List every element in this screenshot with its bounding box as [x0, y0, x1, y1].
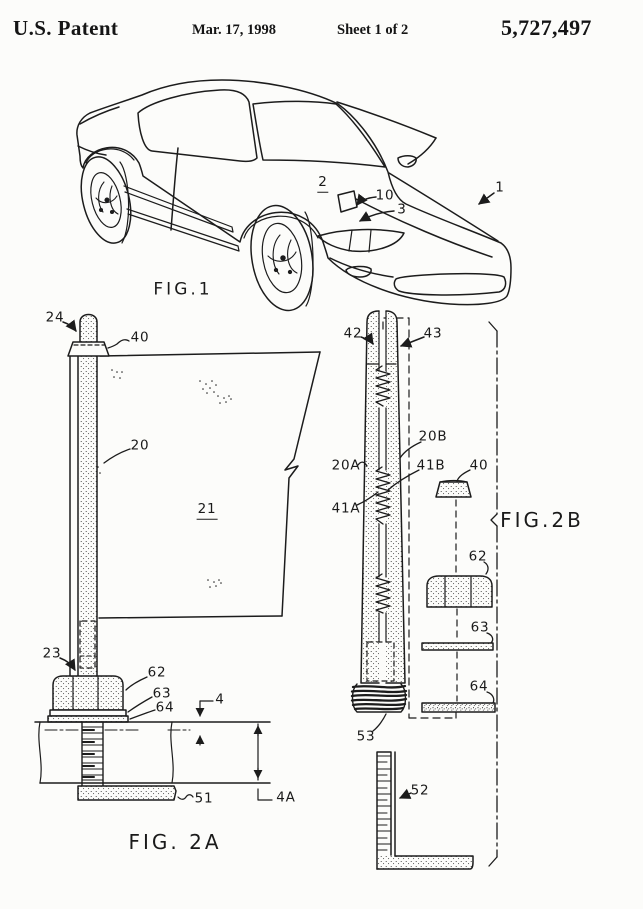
leader-52: [398, 788, 412, 799]
fig2b-pole: [360, 310, 406, 684]
fig2a-caption: FIG. 2A: [128, 830, 222, 854]
ref-label-42: 42: [343, 325, 363, 342]
car-door-seam: [170, 147, 179, 231]
leader-41b: [387, 469, 420, 491]
car-rear-wheel: [80, 156, 132, 244]
ref-label-40b: 40: [469, 457, 489, 474]
leader-62a: [125, 676, 148, 691]
patent-header-sheet: Sheet 1 of 2: [337, 22, 409, 38]
leader-63b: [486, 632, 494, 644]
fig2a-drawing: [34, 313, 321, 801]
ref-label-64b: 64: [469, 678, 489, 695]
fig2a-washer-64: [47, 715, 129, 723]
fig1-caption: FIG.1: [153, 279, 213, 300]
leader-40b: [456, 469, 471, 482]
fig2b-washer-63: [421, 642, 494, 651]
patent-header-number: 5,727,497: [501, 15, 592, 40]
ref-label-43: 43: [423, 325, 443, 342]
leader-23: [59, 657, 76, 671]
leader-10: [356, 193, 377, 206]
ref-label-4a: 4A: [276, 789, 296, 806]
car-side-window: [137, 89, 258, 163]
fig2a-nut: [52, 675, 124, 711]
ref-label-20b: 20B: [418, 428, 448, 445]
ref-label-3: 3: [397, 201, 407, 218]
fig2b-threads-53: [350, 683, 408, 713]
patent-header-date: Mar. 17, 1998: [192, 22, 277, 38]
ref-label-63a: 63: [152, 685, 172, 702]
car-grille: [393, 272, 507, 296]
leader-42: [360, 332, 374, 345]
ref-label-4: 4: [215, 691, 225, 708]
patent-header-title: U.S. Patent: [13, 16, 119, 40]
car-mirror: [397, 155, 417, 168]
ref-label-41b: 41B: [416, 457, 446, 474]
ref-label-20: 20: [130, 437, 150, 454]
ref-label-53: 53: [356, 728, 376, 745]
leader-64b: [486, 691, 495, 704]
leader-20: [103, 448, 131, 464]
fig2b-caption: FIG.2B: [500, 508, 584, 532]
leader-43: [399, 336, 425, 348]
fig2a-dimension-4a: [253, 723, 273, 801]
ref-label-62b: 62: [468, 548, 488, 565]
fig2b-nut-62: [426, 575, 493, 608]
leader-40a: [107, 339, 130, 349]
ref-label-24: 24: [45, 309, 65, 326]
fig2a-threaded-shaft: [81, 721, 104, 787]
spring-zigzag-middle: [375, 466, 391, 525]
leader-20a: [357, 461, 368, 467]
car-fog-lamp: [345, 265, 372, 278]
car-windshield: [252, 100, 386, 168]
leader-63a: [127, 696, 153, 713]
ref-label-2: 2: [317, 175, 329, 193]
leader-62b: [483, 561, 489, 575]
leader-20b: [399, 441, 422, 459]
ref-label-63b: 63: [470, 619, 490, 636]
fig2b-bracket-52: [376, 751, 474, 870]
ref-label-41a: 41A: [331, 500, 361, 517]
ref-label-64a: 64: [155, 699, 175, 716]
spring-zigzag-lower: [375, 573, 391, 614]
car-headlight: [317, 228, 405, 253]
fig2a-bracket-51: [77, 785, 177, 801]
fig2a-flag: [92, 351, 321, 619]
ref-label-10: 10: [375, 187, 395, 204]
fig2b-collar-40: [435, 481, 472, 498]
ref-label-23: 23: [42, 645, 62, 662]
ref-label-20a: 20A: [331, 457, 361, 474]
leader-53: [372, 713, 387, 732]
ref-label-62a: 62: [147, 664, 167, 681]
ref-label-21: 21: [196, 502, 218, 520]
car-body-outline: [76, 79, 512, 306]
ref-label-1: 1: [495, 179, 505, 196]
fig1-car-drawing: [76, 79, 512, 312]
fig2b-washer-64: [421, 702, 496, 713]
car-flag-emblem: [337, 190, 358, 213]
leader-24: [62, 319, 77, 332]
leader-41a: [356, 491, 379, 506]
leader-64a: [129, 709, 156, 720]
ref-label-51: 51: [194, 790, 214, 807]
ref-label-40a: 40: [130, 329, 150, 346]
fig2b-drawing: [350, 310, 498, 870]
leader-3: [359, 210, 395, 222]
fig2a-pole: [67, 313, 110, 677]
spring-zigzag-top: [375, 365, 391, 407]
flag-speckles: [92, 369, 232, 588]
leader-1: [478, 192, 495, 205]
fig2a-washer-63: [49, 709, 127, 717]
ref-label-52: 52: [410, 782, 430, 799]
fig2a-dimension-4: [195, 700, 214, 746]
car-front-wheel: [250, 204, 314, 312]
fig2b-callout-brace: [488, 321, 498, 867]
fig2a-panel: [34, 721, 271, 784]
